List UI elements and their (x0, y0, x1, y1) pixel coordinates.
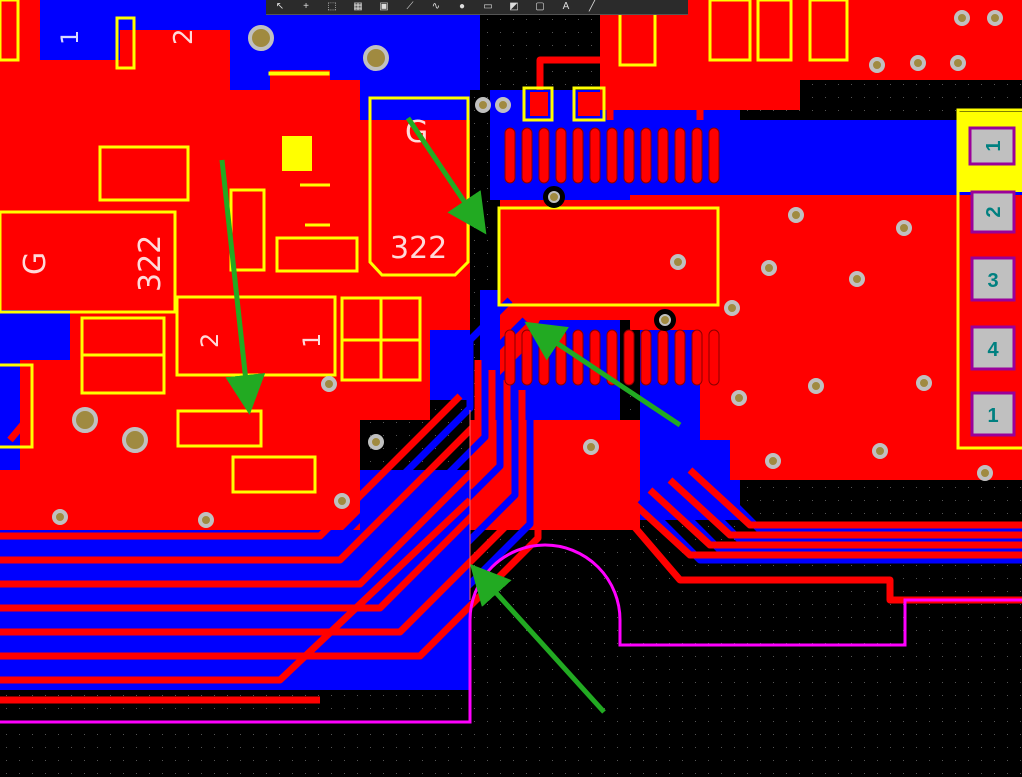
rect-select-tool-icon: ⬚ (327, 1, 337, 12)
conn-pin-2: 2 (983, 206, 1005, 217)
interactive-route-tool-button[interactable]: + (296, 1, 316, 13)
diff-pair-tool-button[interactable]: ∿ (426, 1, 446, 13)
text-tool-icon: A (562, 1, 570, 12)
component-tool-button[interactable]: ▣ (374, 1, 394, 13)
smd-pads[interactable] (236, 32, 787, 488)
label-pad-1-top: 1 (56, 30, 84, 45)
connector-j1[interactable] (958, 112, 1022, 437)
pcb-toolbar: ↖ + ⬚ ▦ ▣ ⟋ ∿ ● ▭ ◩ ▢ A ╱ (266, 0, 688, 15)
text-tool-button[interactable]: A (556, 1, 576, 13)
label-code-center: 322 (390, 231, 447, 266)
annotation-arrows (219, 116, 682, 714)
region-tool-button[interactable]: ▢ (530, 1, 550, 13)
connector-pin-labels: 1 2 3 4 1 (983, 140, 1005, 427)
conn-pin-1: 1 (983, 140, 1005, 151)
via-tool-icon: ● (458, 1, 466, 12)
top-traces (0, 56, 1022, 704)
via-tool-button[interactable]: ● (452, 1, 472, 13)
thermal-via-core-b (659, 314, 671, 326)
arrow-to-resistor (219, 159, 266, 415)
pin-1-marker (282, 136, 312, 171)
arrow-to-outline (469, 563, 606, 714)
label-pad-2-top: 2 (169, 28, 199, 45)
chart-tool-icon: ▦ (353, 1, 363, 12)
fill-tool-button[interactable]: ▭ (478, 1, 498, 13)
select-tool-icon: ↖ (275, 1, 285, 12)
label-g-left: G (18, 252, 53, 275)
vias[interactable] (52, 10, 1003, 528)
conn-pin-3: 3 (987, 270, 998, 292)
arrow-to-ic-top (405, 116, 487, 235)
line-tool-icon: ╱ (588, 1, 596, 12)
diff-pair-tool-icon: ∿ (431, 1, 441, 12)
conn-pin-5: 1 (987, 405, 998, 427)
region-tool-icon: ▢ (535, 1, 545, 12)
ic-pins-bottom[interactable] (504, 329, 720, 386)
select-tool-button[interactable]: ↖ (270, 1, 290, 13)
label-pad-1-mid: 1 (298, 333, 326, 348)
thermal-via-core-a (548, 191, 560, 203)
interactive-route-tool-icon: + (303, 1, 309, 12)
route-tool-icon: ⟋ (406, 1, 414, 12)
ic-pins-top[interactable] (504, 127, 720, 184)
polygon-tool-icon: ◩ (509, 1, 519, 12)
line-tool-button[interactable]: ╱ (582, 1, 602, 13)
label-pad-2-mid: 2 (196, 333, 224, 348)
arrow-to-ic-bottom (524, 321, 682, 428)
label-code-left: 322 (133, 235, 168, 292)
route-tool-button[interactable]: ⟋ (400, 1, 420, 13)
chart-tool-button[interactable]: ▦ (348, 1, 368, 13)
conn-pin-4: 4 (987, 339, 999, 361)
fill-tool-icon: ▭ (483, 1, 493, 12)
rect-select-tool-button[interactable]: ⬚ (322, 1, 342, 13)
component-tool-icon: ▣ (379, 1, 389, 12)
polygon-tool-button[interactable]: ◩ (504, 1, 524, 13)
